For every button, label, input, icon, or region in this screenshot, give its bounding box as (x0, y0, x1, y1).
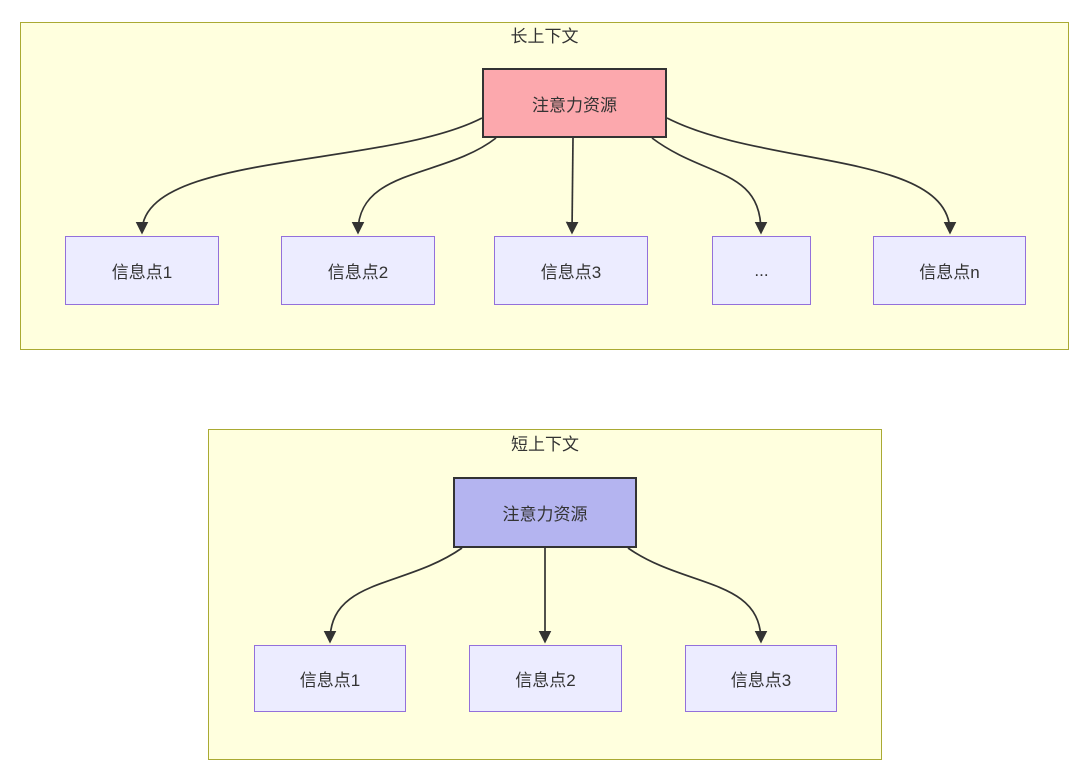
edge-long-to-info1 (135, 117, 483, 235)
info-node-long-1: 信息点1 (65, 236, 219, 305)
edge-long-to-ellipsis (651, 137, 768, 235)
edge-long-to-info3 (565, 137, 579, 235)
info-node-long-ellipsis: ... (712, 236, 811, 305)
node-label: 注意力资源 (532, 95, 617, 115)
edge-long-to-info2 (351, 137, 497, 235)
attention-source-node-short: 注意力资源 (453, 477, 637, 548)
node-label: 信息点2 (327, 263, 389, 282)
edge-short-to-info3 (627, 547, 768, 644)
info-node-long-2: 信息点2 (281, 236, 435, 305)
info-node-long-n: 信息点n (873, 236, 1026, 305)
short-context-title: 短上下文 (511, 435, 579, 454)
info-node-short-3: 信息点3 (685, 645, 837, 712)
edge-long-to-infon (666, 117, 957, 235)
node-label: 信息点n (919, 263, 980, 282)
edge-short-to-info1 (323, 547, 463, 644)
long-context-title: 长上下文 (510, 27, 579, 46)
node-label: 注意力资源 (502, 505, 588, 524)
node-label: ... (754, 260, 769, 280)
node-label: 信息点3 (730, 671, 792, 690)
node-label: 信息点1 (299, 671, 361, 690)
node-label: 信息点3 (540, 263, 602, 282)
attention-source-node-long: 注意力资源 (482, 68, 667, 138)
info-node-short-1: 信息点1 (254, 645, 406, 712)
node-label: 信息点1 (111, 263, 173, 282)
info-node-short-2: 信息点2 (469, 645, 622, 712)
node-label: 信息点2 (515, 671, 576, 690)
info-node-long-3: 信息点3 (494, 236, 648, 305)
